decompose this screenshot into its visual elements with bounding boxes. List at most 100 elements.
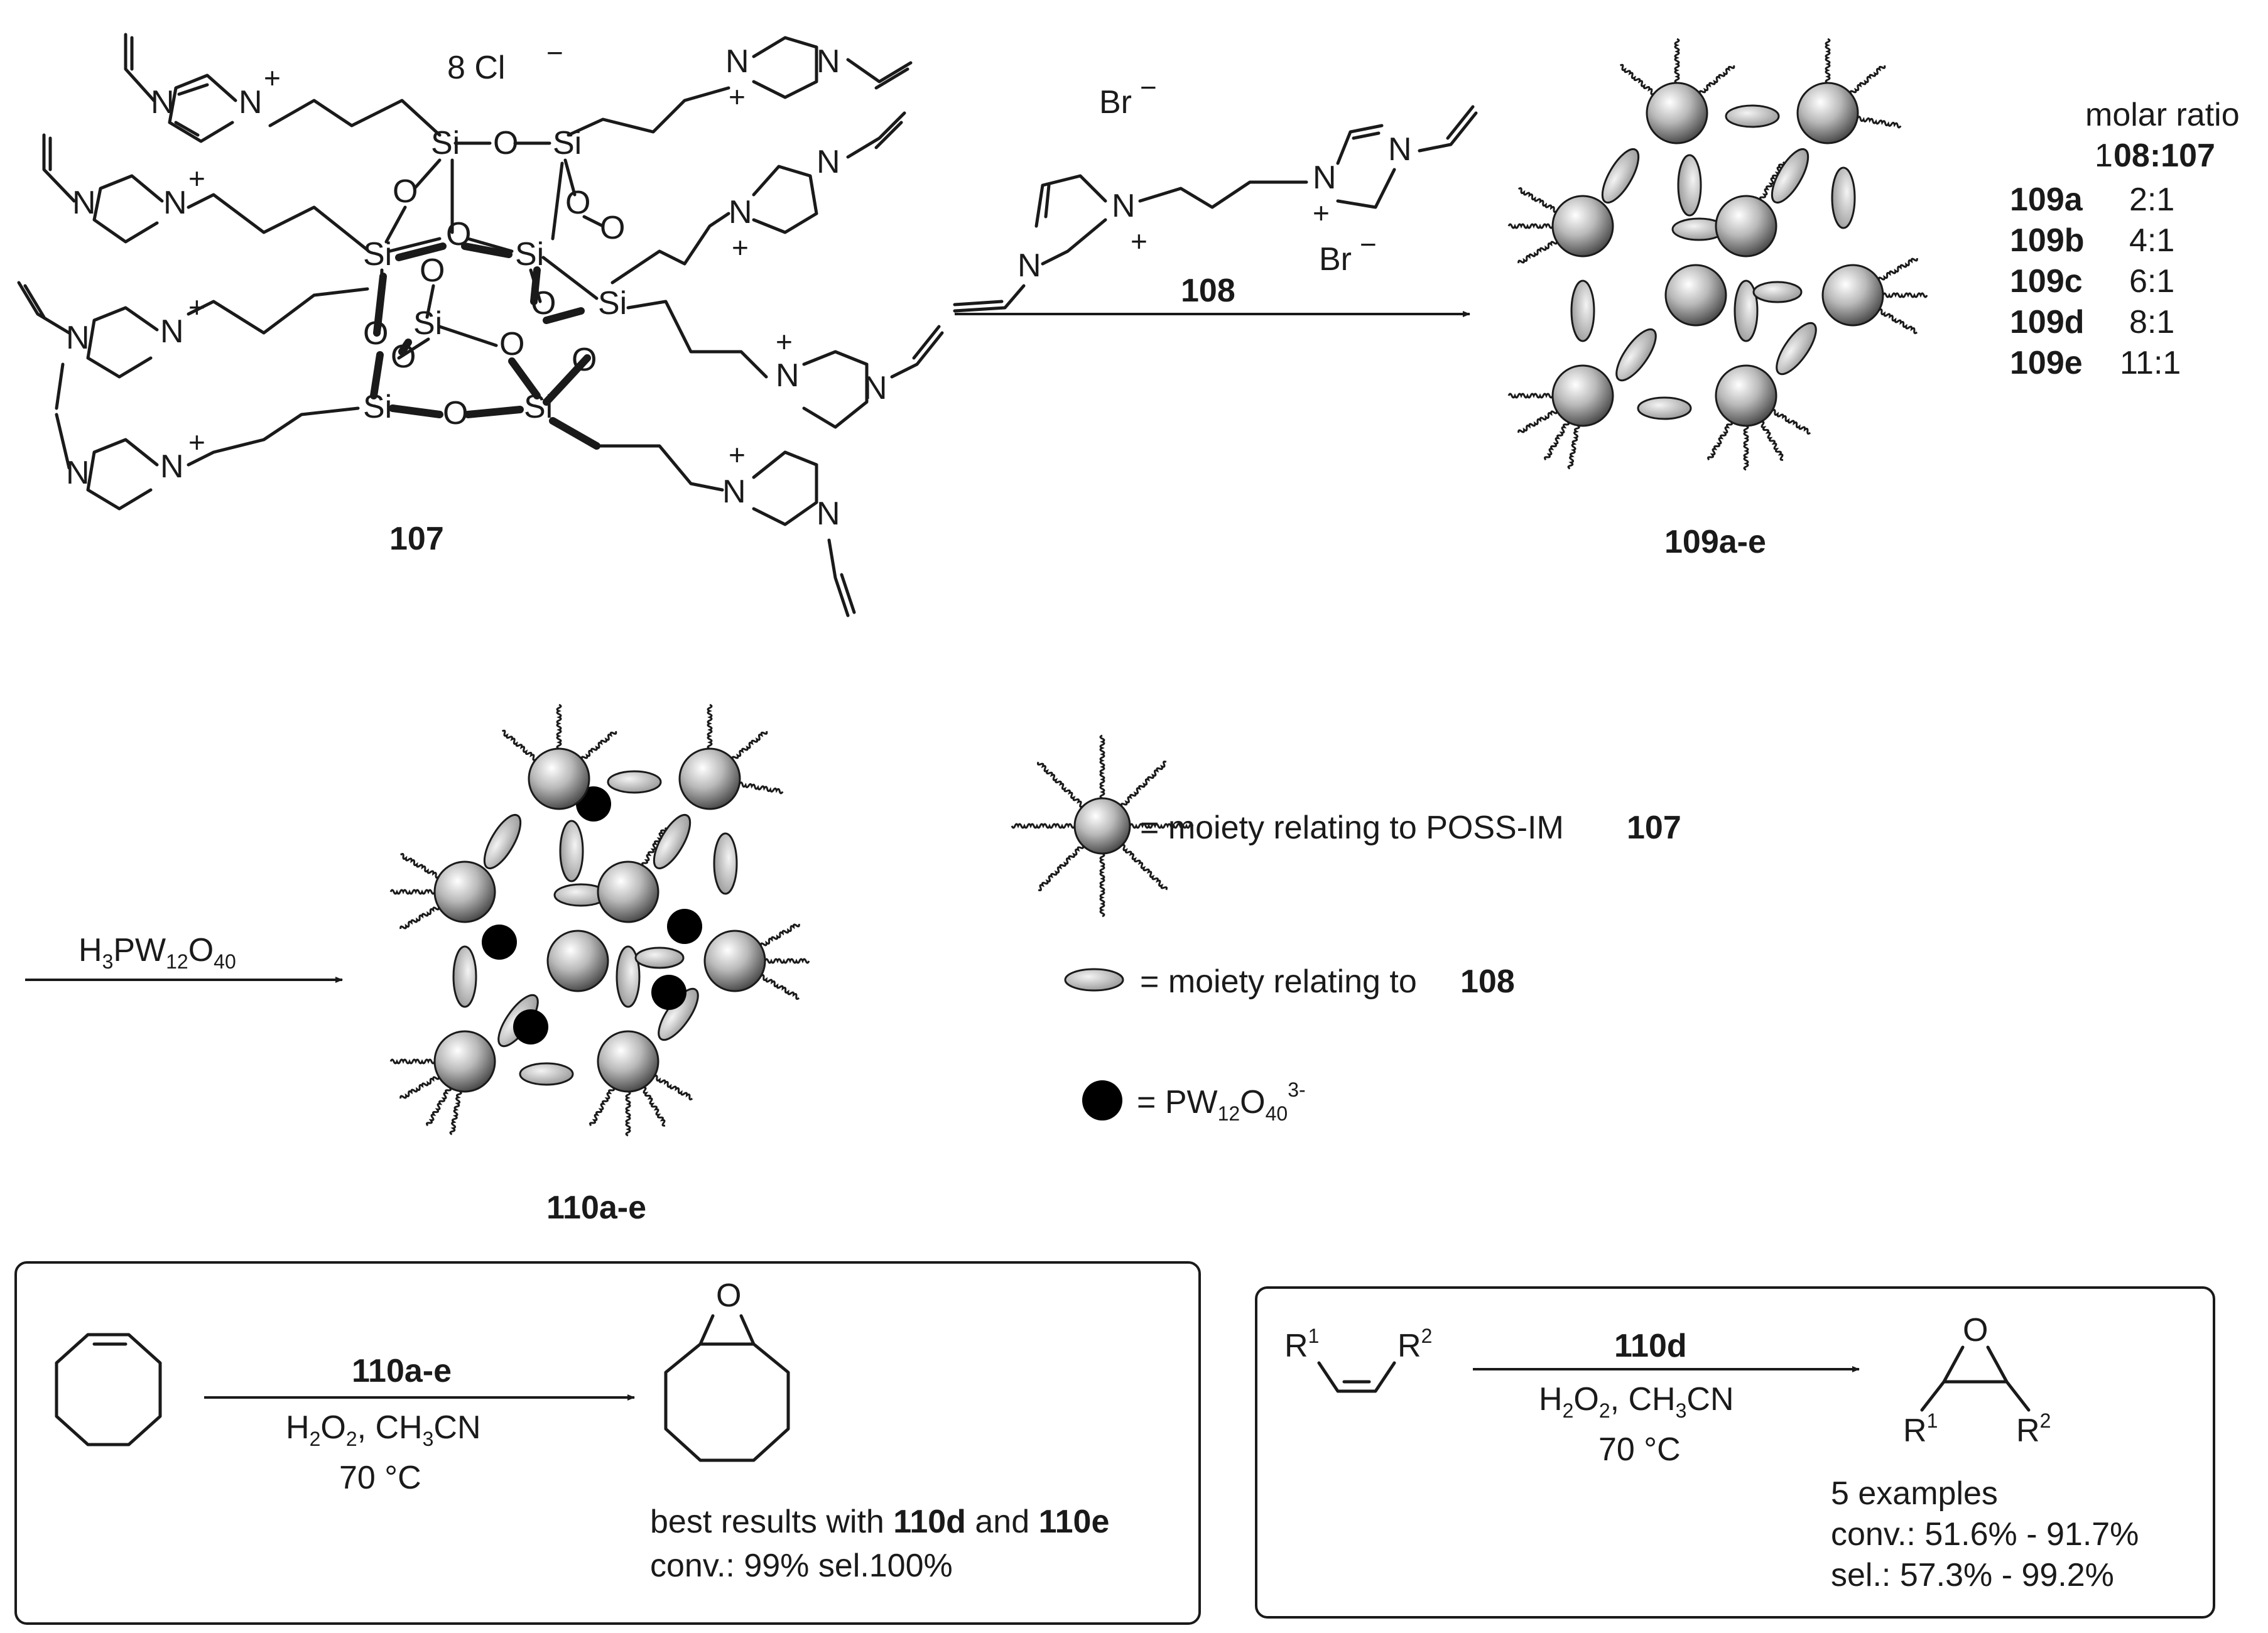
ratio-row-name: 109d [2010,304,2085,340]
wavy-chain [399,1076,440,1099]
legend-anion-text: = PW12O403- [1137,1078,1306,1125]
poss-sphere [589,1030,693,1137]
si-atom: Si [598,285,627,322]
ratio-row-name: 109e [2010,345,2083,381]
o-atom: O [600,210,625,246]
plus-charge: + [732,231,749,264]
sphere-body [678,747,741,810]
ratio-row-name: 109c [2010,263,2083,300]
compound-label-109: 109a-e [1664,524,1766,560]
o-atom: O [499,326,524,362]
sphere-body [1821,264,1884,327]
n-atom: N [1112,188,1136,224]
legend: = moiety relating to POSS-IM 107 = moiet… [1011,734,1681,1125]
wavy-chain [556,703,562,750]
o-atom: O [443,395,468,431]
selectivity-label: sel.: 57.3% - 99.2% [1831,1557,2114,1593]
wavy-chain [1099,852,1105,918]
sphere-body [1664,264,1727,327]
wavy-chain [1120,760,1167,807]
bromide-label: Br [1319,241,1352,278]
n-atom: N [722,474,746,510]
wavy-chain [501,729,536,761]
n-atom: N [239,84,263,121]
wavy-chain [625,1090,631,1137]
linker-ellipse [1831,166,1856,229]
legend-poss-text: = moiety relating to POSS-IM [1140,810,1564,846]
poss-sphere [1707,364,1811,471]
wavy-chain [1036,761,1083,808]
wavy-chain [1129,823,1194,829]
temperature-label: 70 °C [339,1460,421,1496]
poss-sphere [1507,364,1614,470]
sphere-body [1646,82,1708,144]
wavy-chain [580,730,617,760]
linker-ellipse [1601,148,1640,204]
wavy-chain [731,730,768,760]
catalyst-label: 110a-e [352,1353,452,1389]
n-atom: N [66,320,90,356]
n-atom: N [163,185,187,221]
ratio-row-value: 11:1 [2120,345,2181,381]
sphere-body [1073,797,1131,855]
molar-ratio-table: molar ratio 1 08:107 109a 2:1 109b 4:1 1… [2010,97,2240,381]
compound-label-108: 108 [1181,273,1235,309]
anion-dot [513,1009,548,1044]
poss-sphere [1821,258,1928,334]
sphere-body [703,930,766,992]
reagent-text: H3PW12O40 [79,932,236,973]
n-atom: N [151,84,175,121]
result-line-2: conv.: 99% sel.100% [650,1548,953,1584]
linker-ellipse [452,945,477,1008]
wavy-chain [1759,161,1785,201]
poss-sphere [1507,187,1614,264]
sphere-body [1796,82,1859,144]
plus-charge: + [1313,197,1330,229]
plus-charge: + [1131,225,1148,258]
poss-sphere [389,1030,496,1136]
wavy-chain [1698,65,1735,94]
plus-charge: + [264,62,281,94]
wavy-chain [764,958,810,964]
n-atom: N [817,43,840,80]
poss-sphere [1715,161,1785,258]
wavy-chain [399,853,440,879]
molar-ratio-header: molar ratio [2085,97,2240,133]
sphere-body [1715,195,1777,258]
wavy-chain [1743,425,1749,471]
wavy-chain [1038,845,1085,892]
step2-reagent: H3PW12O40 [79,932,236,973]
r1-label: R1 [1284,1325,1319,1364]
wavy-chain [1878,308,1918,334]
linker-ellipse [634,947,685,969]
sphere-body [546,930,609,992]
linker-ellipse [607,770,662,794]
wavy-chain [1882,292,1928,298]
imidazolium-arms: N + N N + N N + N N + N [17,33,944,617]
si-atom: Si [515,236,544,273]
wavy-chain [1567,425,1580,470]
r1-label: R1 [1903,1409,1938,1449]
wavy-chain [641,827,667,867]
wavy-chain [389,1058,436,1065]
wavy-chain [707,703,713,750]
box-alkene-epoxidation: R1 R2 110d H2O2, CH3CN 70 °C O R1 R2 5 e… [1255,1286,2215,1619]
wavy-chain [1011,823,1076,829]
plus-charge: + [776,325,793,358]
bromide-charge: − [1140,71,1157,104]
r2-label: R2 [2016,1409,2051,1449]
conversion-label: conv.: 51.6% - 91.7% [1831,1516,2139,1553]
wavy-chain [426,1087,452,1127]
epoxide-o: O [1963,1312,1988,1348]
poss-sphere [546,930,609,992]
anion-dot [667,909,702,944]
ratio-row-name: 109a [2010,182,2083,218]
linker-ellipse [1725,104,1780,128]
poss-sphere [703,923,810,1000]
wavy-chain [1761,420,1784,461]
network-110 [389,703,810,1137]
n-atom: N [776,357,800,394]
n-atom: N [1388,131,1412,168]
sphere-body [597,1030,659,1093]
